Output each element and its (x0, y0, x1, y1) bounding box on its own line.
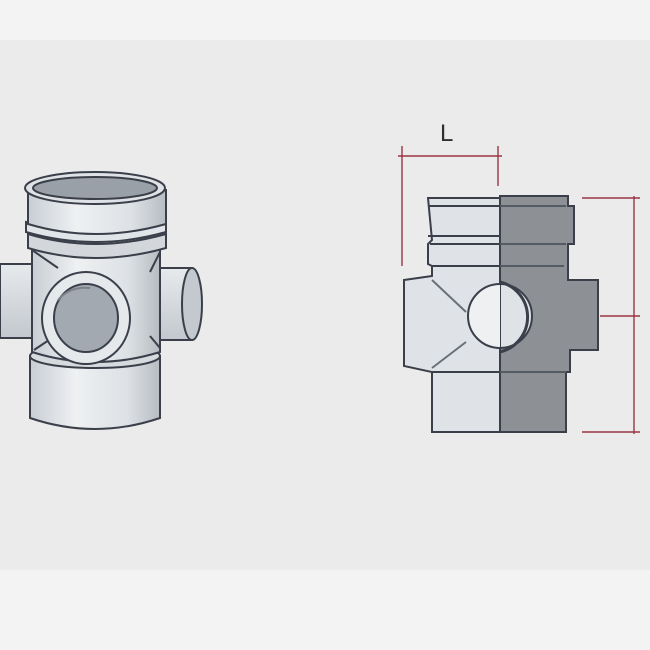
bottom-spigot (29, 355, 161, 430)
branch-bore-outline (499, 280, 530, 354)
right-branch-opening (181, 267, 203, 341)
branch-bore-left (467, 283, 501, 349)
front-branch-opening (53, 283, 119, 353)
exterior-socket-lines (428, 205, 500, 373)
socket-ring-lower (27, 232, 167, 259)
section-inner-lines (500, 205, 566, 373)
front-branch-shade (57, 286, 91, 301)
dimension-lines (398, 146, 640, 434)
branch-joint-lines (31, 249, 161, 351)
dimension-label-L: L (440, 120, 454, 147)
top-socket-opening (32, 176, 158, 200)
exterior-branch-joint (431, 279, 467, 369)
fitting-section-view (403, 195, 599, 433)
fitting-3d-view (0, 171, 203, 430)
